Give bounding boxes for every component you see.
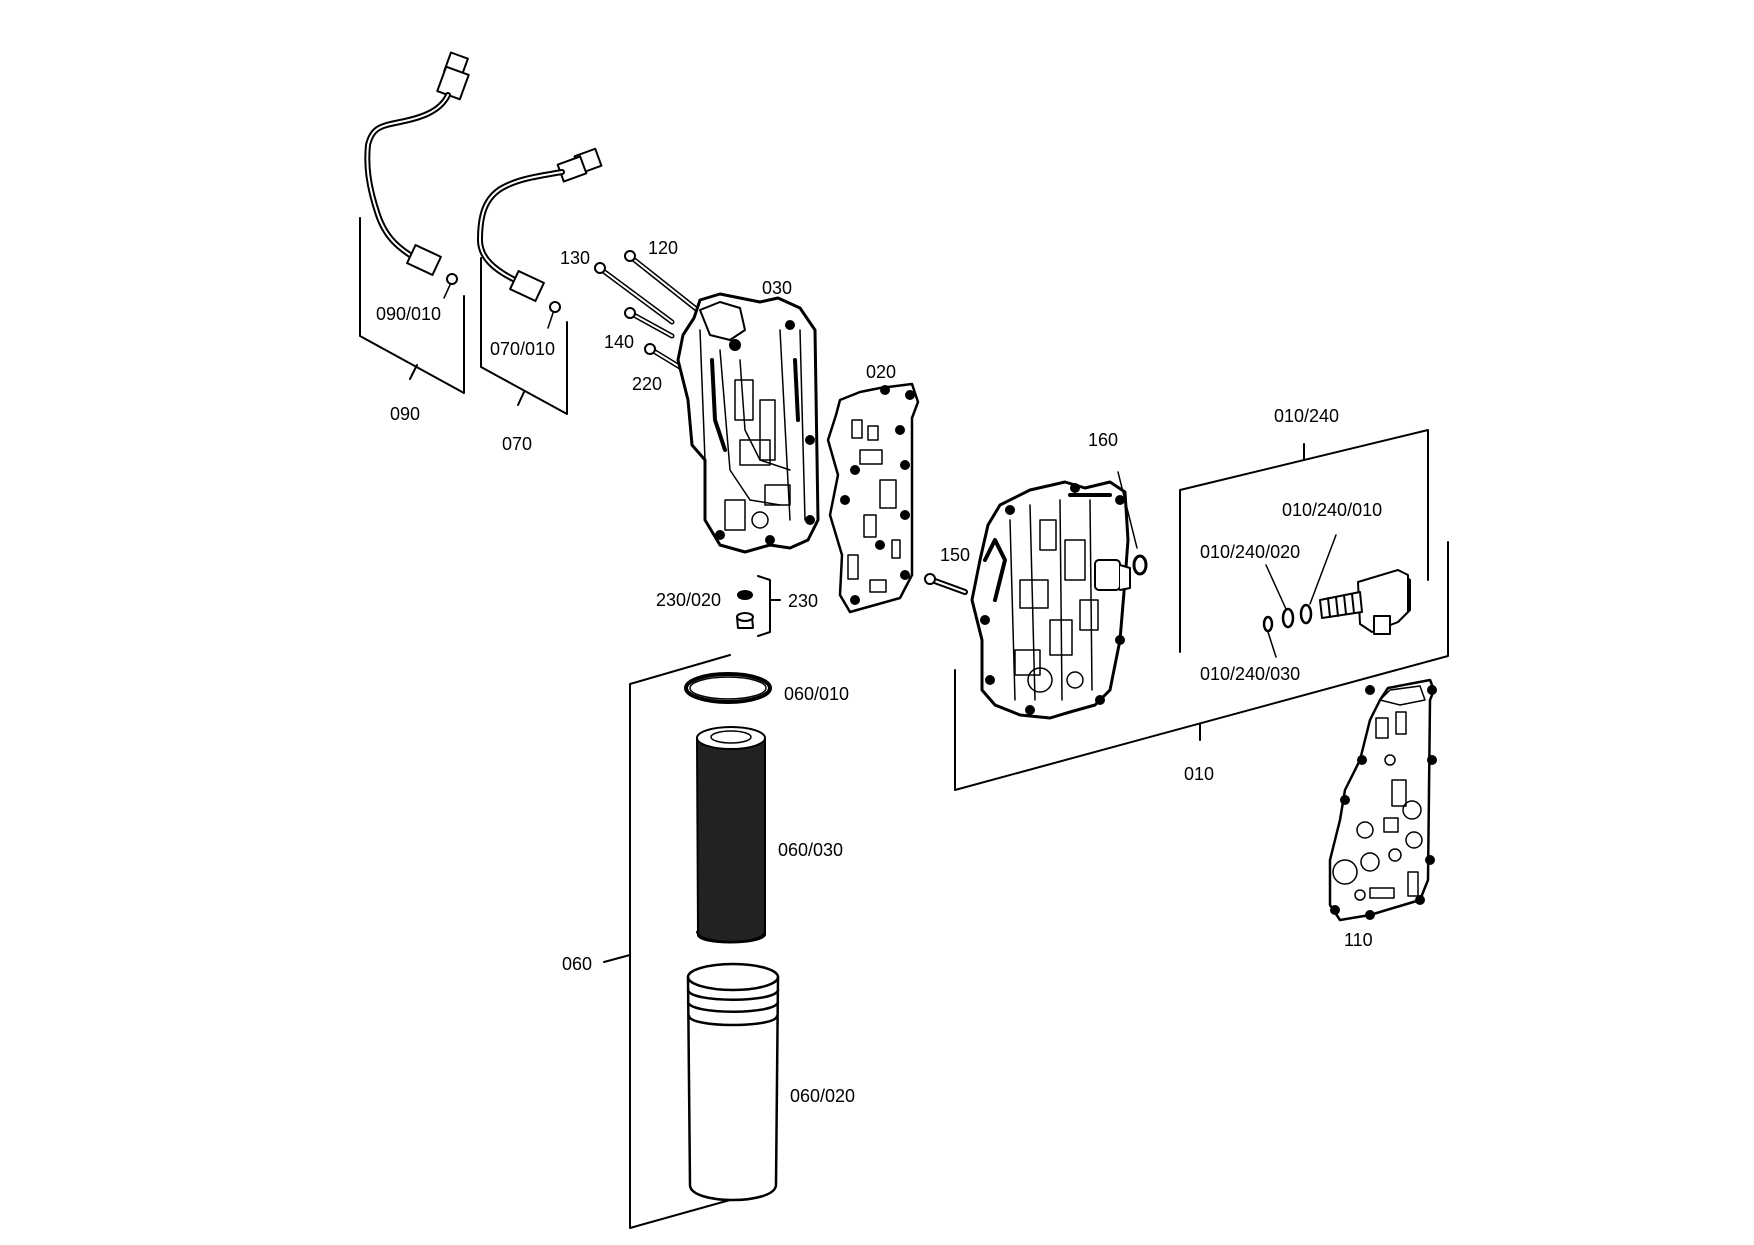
plate-020 (826, 382, 920, 614)
label-060-010: 060/010 (784, 684, 849, 704)
seal-160 (1117, 471, 1148, 576)
label-010-240-010: 010/240/010 (1282, 500, 1382, 520)
part-230 (736, 575, 781, 637)
filter-060-bracket (603, 654, 731, 1229)
label-010-240-020: 010/240/020 (1200, 542, 1300, 562)
label-150: 150 (940, 545, 970, 565)
label-010: 010 (1184, 764, 1214, 784)
label-090: 090 (390, 404, 420, 424)
label-120: 120 (648, 238, 678, 258)
filter-bowl-060-020 (686, 962, 780, 1202)
label-070: 070 (502, 434, 532, 454)
label-010-240: 010/240 (1274, 406, 1339, 426)
label-060-020: 060/020 (790, 1086, 855, 1106)
label-230: 230 (788, 591, 818, 611)
bracket-070 (480, 257, 568, 415)
label-140: 140 (604, 332, 634, 352)
label-110: 110 (1344, 930, 1373, 950)
sensor-070 (477, 147, 603, 329)
plate-110 (1328, 678, 1437, 922)
label-010-240-030: 010/240/030 (1200, 664, 1300, 684)
filter-element-060-030 (696, 726, 766, 944)
callout-labels: 090/010 090 070/010 070 130 120 030 140 … (376, 238, 1382, 1106)
label-020: 020 (866, 362, 896, 382)
sensor-090 (364, 51, 470, 299)
label-090-010: 090/010 (376, 304, 441, 324)
label-160: 160 (1088, 430, 1118, 450)
bolt-150 (924, 573, 968, 595)
valve-housing-010 (970, 480, 1131, 720)
label-130: 130 (560, 248, 590, 268)
housing-030 (676, 292, 820, 554)
label-070-010: 070/010 (490, 339, 555, 359)
bracket-010-240 (1179, 429, 1429, 653)
label-060-030: 060/030 (778, 840, 843, 860)
bracket-090 (359, 217, 465, 394)
label-230-020: 230/020 (656, 590, 721, 610)
bracket-010 (954, 541, 1449, 791)
label-030: 030 (762, 278, 792, 298)
label-060: 060 (562, 954, 592, 974)
solenoid-valve-010-240 (1262, 534, 1411, 658)
label-220: 220 (632, 374, 662, 394)
o-ring-060-010 (684, 672, 772, 704)
